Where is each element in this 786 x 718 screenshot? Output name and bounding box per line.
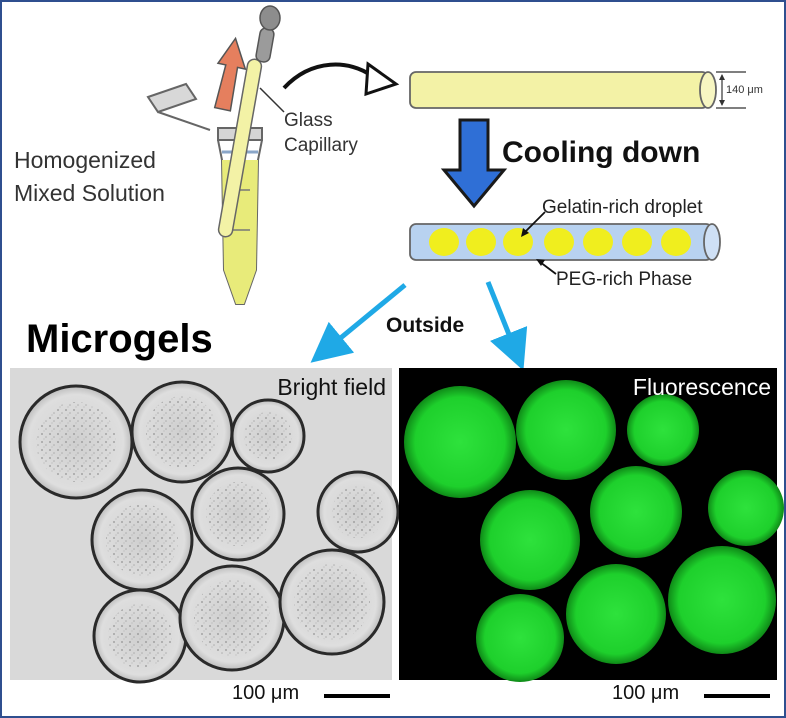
- brightfield-panel: Bright field: [10, 368, 392, 680]
- glass-line-1: Glass: [284, 110, 333, 131]
- outside-arrow-left-icon: [310, 283, 407, 363]
- capillary-with-droplets: [409, 211, 721, 275]
- cooling-down-label: Cooling down: [502, 136, 701, 169]
- outside-label: Outside: [386, 314, 465, 337]
- capillary-size-label: 140 μm: [726, 84, 763, 96]
- gelatin-droplet-label: Gelatin-rich droplet: [542, 197, 703, 218]
- curved-arrow-icon: [282, 61, 400, 97]
- glass-capillary-label: Glass Capillary: [284, 108, 358, 158]
- homogenized-line-1: Homogenized: [14, 147, 156, 173]
- peg-phase-label: PEG-rich Phase: [556, 269, 693, 290]
- scale-bar-right-label: 100 μm: [612, 682, 680, 704]
- outside-arrow-right-icon: [485, 281, 528, 371]
- scale-bar-left-line: [324, 694, 390, 698]
- homogenized-line-2: Mixed Solution: [14, 180, 165, 206]
- brightfield-label: Bright field: [277, 374, 386, 400]
- scale-bar-right-line: [704, 694, 770, 698]
- scale-bar-left-label: 100 μm: [232, 682, 300, 704]
- microgels-title: Microgels: [26, 317, 213, 361]
- brightfield-microgels: [10, 368, 400, 684]
- fluorescence-panel: Fluorescence: [399, 368, 777, 680]
- glass-line-2: Capillary: [284, 135, 358, 156]
- cooling-arrow-icon: [440, 118, 508, 209]
- arrow-up-icon: [213, 36, 247, 112]
- capillary-before: [409, 71, 746, 109]
- fluorescence-microgels: [399, 368, 784, 682]
- fluorescence-label: Fluorescence: [632, 374, 771, 400]
- glass-capillary-in-tube: [217, 5, 281, 238]
- homogenized-label: Homogenized Mixed Solution: [14, 144, 165, 210]
